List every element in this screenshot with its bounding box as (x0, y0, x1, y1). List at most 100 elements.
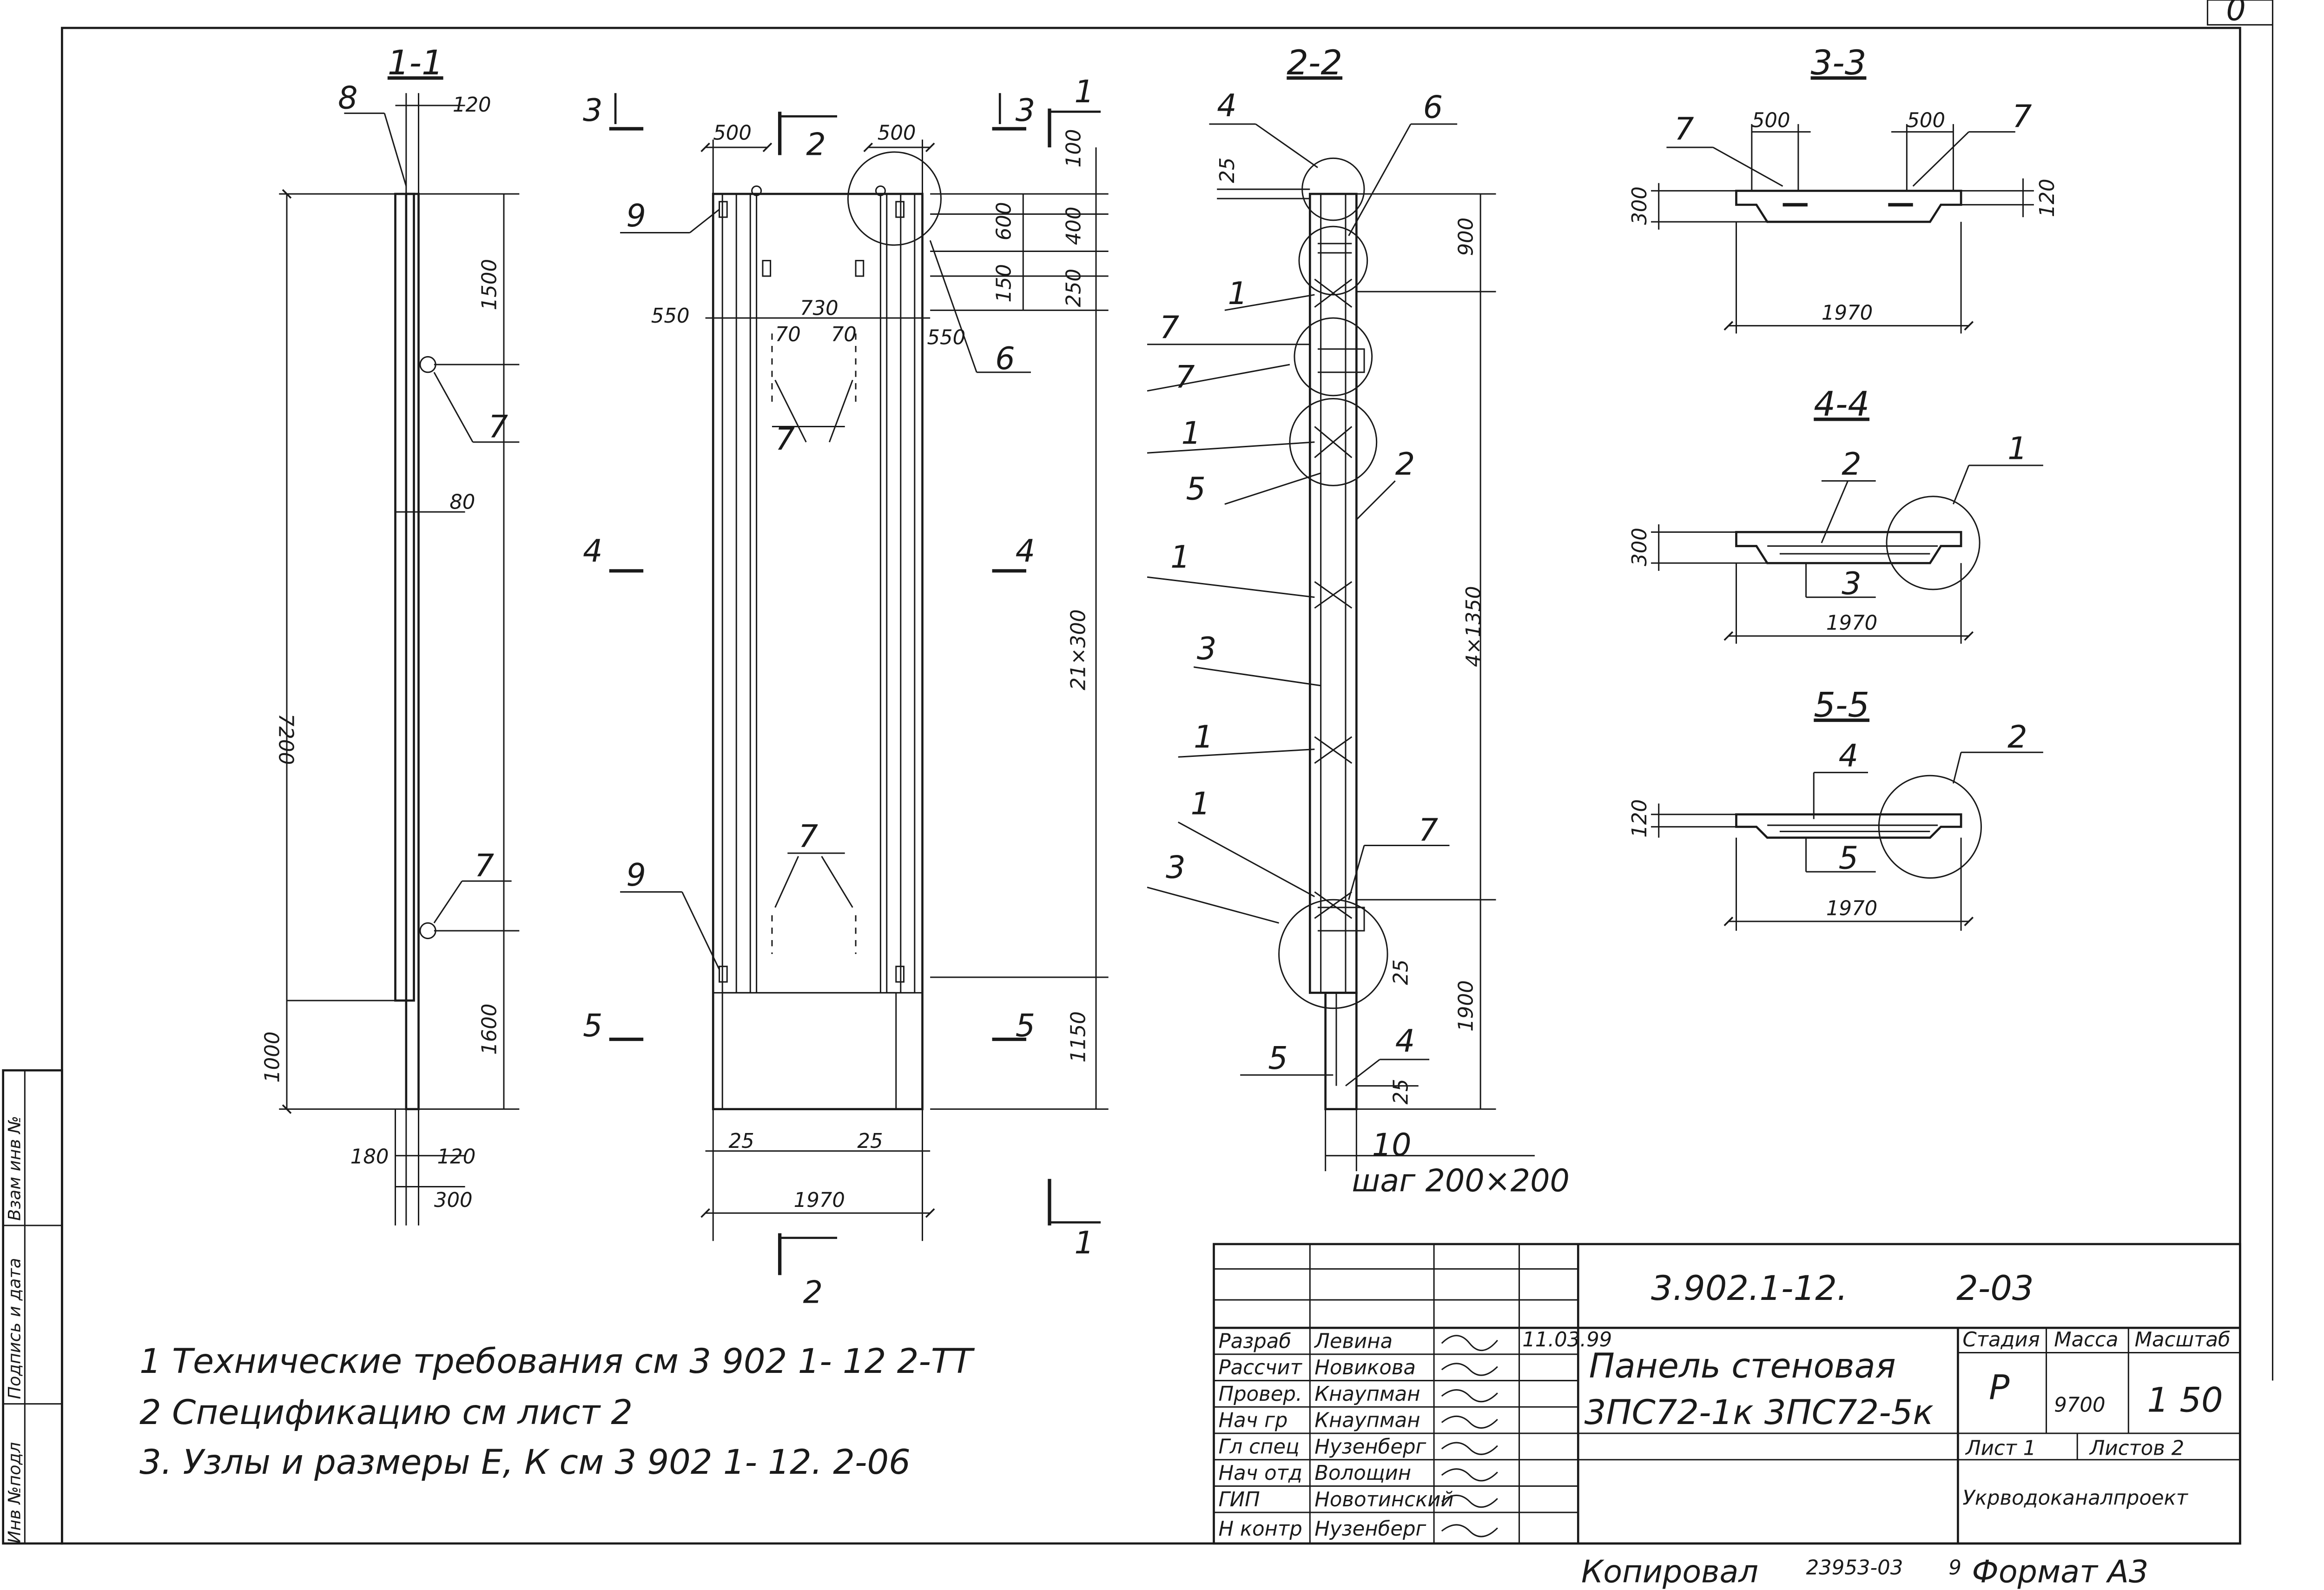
view-4-4: 4-4 2 1 300 3 1970 (1628, 384, 2043, 644)
step-label: шаг 200×200 (1352, 1162, 1570, 1199)
dim-33-120: 120 (2036, 179, 2059, 217)
dim-2-2-25-bot: 25 (1389, 1079, 1413, 1104)
pos-7-a: 7 (489, 409, 508, 445)
dim-1-1-120-bot: 120 (437, 1145, 476, 1168)
cut-4-left: 4 (583, 533, 602, 569)
note-3: 3. Узлы и размеры Е, К см 3 902 1- 12. 2… (139, 1443, 911, 1482)
cut-1-top: 1 (1074, 73, 1094, 110)
side-stamp: Инв №подл Подпись и дата Взам инв № (2, 1069, 63, 1545)
sheet-border (61, 26, 2241, 1545)
dim-33-300: 300 (1628, 186, 1651, 225)
pos-5-22-b: 5 (1268, 1040, 1287, 1076)
title-block: 3.902.1-12. 2-03 Панель стеновая 3ПС72-1… (1213, 1243, 2241, 1545)
corner-box (2206, 0, 2273, 26)
note-1: 1 Технические требования см 3 902 1- 12 … (139, 1342, 975, 1381)
role-3: Нач гр (1219, 1409, 1288, 1432)
name-7: Нузенберг (1314, 1517, 1426, 1541)
doc-code: 3.902.1-12. (1651, 1269, 1848, 1308)
pos-5-55: 5 (1839, 840, 1858, 876)
footer: Копировал 23953-03 9 Формат А3 (1581, 1553, 2148, 1590)
dim-main-70-right: 70 (831, 323, 857, 346)
scale-value: 1 50 (2147, 1380, 2223, 1420)
cut-3-left: 3 (583, 92, 602, 128)
dim-main-25-right: 25 (857, 1130, 883, 1153)
title-line-2: 3ПС72-1к 3ПС72-5к (1585, 1393, 1934, 1432)
dim-44-300: 300 (1628, 528, 1651, 566)
title-3-3: 3-3 (1811, 43, 1867, 83)
pos-6-main: 6 (995, 340, 1015, 377)
view-main: 3 3 4 4 5 5 1 1 2 2 (583, 73, 1109, 1311)
mass-value: 9700 (2054, 1393, 2105, 1417)
dim-1-1-7200: 7200 (274, 714, 297, 765)
pos-7-main-b: 7 (799, 818, 818, 855)
role-2: Провер. (1219, 1383, 1302, 1406)
dim-main-250: 250 (1063, 269, 1086, 307)
dim-1-1-180: 180 (350, 1145, 389, 1168)
sign-date: 11.03.99 (1522, 1328, 1612, 1352)
cut-5-right: 5 (1016, 1007, 1035, 1044)
dim-main-550-right: 550 (927, 326, 965, 350)
pos-4-top: 4 (1217, 87, 1236, 124)
col-stage: Стадия (1962, 1328, 2040, 1352)
dim-main-1150: 1150 (1067, 1011, 1090, 1062)
role-7: Н контр (1219, 1517, 1302, 1541)
dim-1-1-1500: 1500 (478, 259, 501, 310)
pos-1-22-b: 1 (1181, 415, 1201, 451)
dim-2-2-25-mid: 25 (1389, 960, 1413, 985)
pos-9-a: 9 (626, 198, 646, 234)
dim-main-500-right: 500 (878, 121, 916, 145)
pos-3-22-b: 3 (1166, 849, 1185, 885)
stamp-replace: Взам инв № (4, 1116, 24, 1221)
pos-1-22-c: 1 (1170, 539, 1190, 575)
pos-3-22-a: 3 (1197, 630, 1216, 667)
name-2: Кнаупман (1314, 1383, 1420, 1406)
pos-1-22-e: 1 (1190, 786, 1210, 822)
name-1: Новикова (1314, 1356, 1416, 1379)
stamp-sign: Подпись и дата (4, 1258, 24, 1399)
dim-main-400: 400 (1063, 206, 1086, 245)
dim-main-600: 600 (993, 202, 1016, 240)
cut-1-bottom: 1 (1074, 1225, 1094, 1261)
corner-mark: 0 (2226, 0, 2245, 27)
dim-2-2-1900: 1900 (1455, 980, 1478, 1031)
col-mass: Масса (2054, 1328, 2118, 1352)
title-4-4: 4-4 (1814, 384, 1869, 424)
dim-main-25-left: 25 (729, 1130, 754, 1153)
dim-main-500-left: 500 (713, 121, 752, 145)
dim-main-550-left: 550 (651, 305, 690, 328)
stage-value: Р (1989, 1368, 2010, 1408)
role-1: Рассчит (1219, 1356, 1303, 1379)
title-block-rows: Разраб Левина Рассчит Новикова Провер. К… (1219, 1330, 1454, 1541)
dim-main-150: 150 (993, 264, 1016, 303)
cut-2-bottom: 2 (803, 1274, 823, 1311)
pos-7-33-left: 7 (1674, 111, 1694, 147)
role-6: ГИП (1219, 1488, 1260, 1511)
title-1-1: 1-1 (388, 43, 443, 83)
dim-33-1970: 1970 (1822, 301, 1873, 325)
pos-1-22-d: 1 (1194, 719, 1213, 755)
view-2-2: 2-2 900 4×1350 1900 25 25 25 (1147, 43, 1570, 1199)
title-line-1: Панель стеновая (1589, 1346, 1896, 1386)
pos-3-44: 3 (1842, 565, 1861, 602)
dim-33-500-left: 500 (1752, 109, 1790, 132)
dim-55-1970: 1970 (1826, 897, 1877, 921)
cut-3-right: 3 (1016, 92, 1035, 128)
name-5: Волощин (1314, 1462, 1411, 1485)
cut-2-top: 2 (806, 126, 825, 163)
pos-6-22: 6 (1423, 89, 1443, 126)
pos-5-22-a: 5 (1186, 470, 1205, 507)
stamp-inv: Инв №подл (4, 1442, 24, 1544)
pos-7-b: 7 (475, 848, 494, 884)
pos-9-b: 9 (626, 857, 646, 893)
dim-main-730: 730 (800, 297, 838, 320)
footer-order: 23953-03 (1806, 1557, 1903, 1580)
view-5-5: 5-5 4 2 120 5 1970 (1628, 685, 2043, 931)
pos-2-44: 2 (1842, 446, 1861, 482)
dim-33-500-right: 500 (1907, 109, 1945, 132)
pos-1-22-a: 1 (1228, 275, 1248, 311)
dim-1-1-1000: 1000 (261, 1032, 284, 1083)
pos-7-33-right: 7 (2012, 99, 2032, 135)
pos-7-22-a: 7 (1160, 309, 1179, 345)
pos-7-main-a: 7 (775, 421, 795, 457)
